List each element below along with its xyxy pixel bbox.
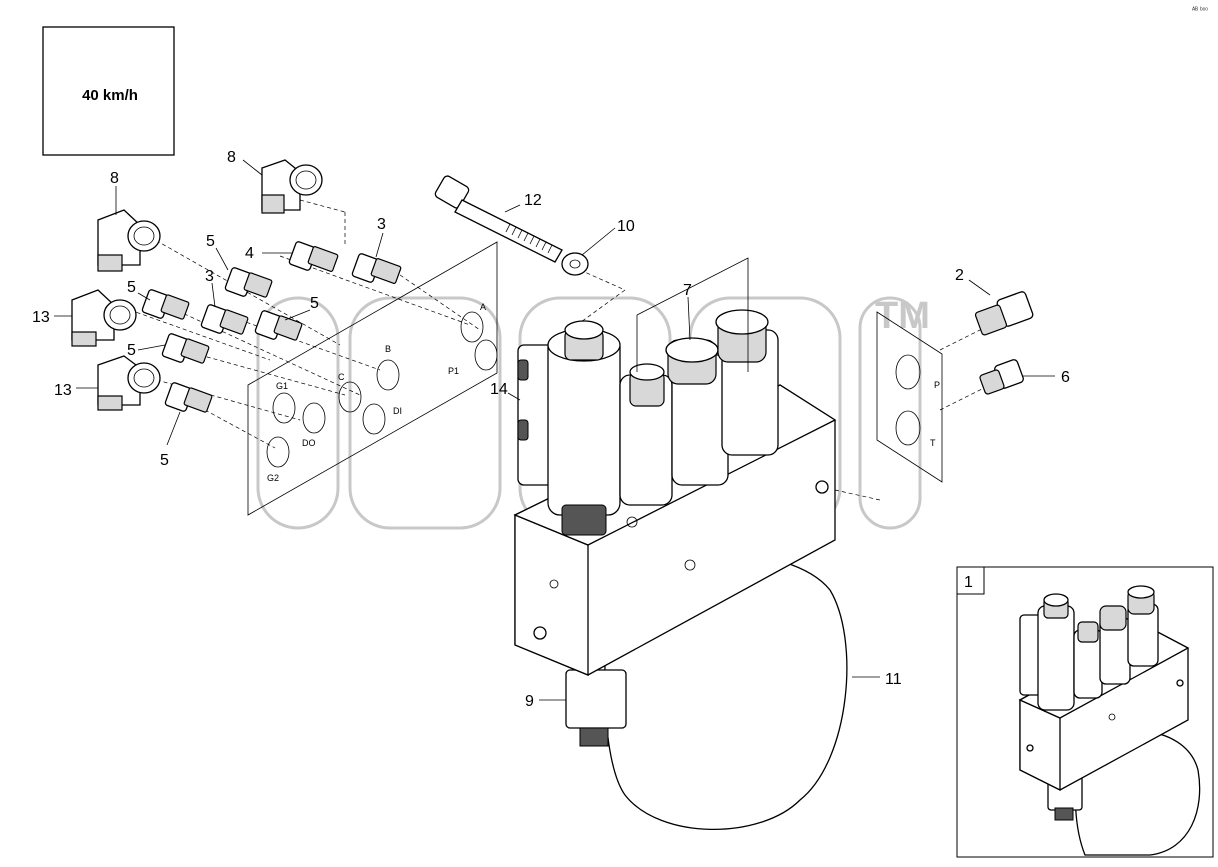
leader-lines bbox=[54, 159, 1055, 701]
callout-3-mid: 3 bbox=[205, 268, 214, 285]
elbow-fitting-8-left bbox=[97, 209, 161, 272]
speed-label: 40 km/h bbox=[82, 87, 138, 104]
port-c: C bbox=[338, 372, 345, 382]
port-b: B bbox=[385, 344, 391, 354]
callout-13-lower: 13 bbox=[54, 382, 72, 399]
port-p: P bbox=[934, 380, 940, 390]
elbow-fitting-8-top bbox=[261, 159, 323, 214]
callout-5-c: 5 bbox=[310, 295, 319, 312]
callout-8-top: 8 bbox=[227, 149, 236, 166]
elbow-fitting-13-upper bbox=[71, 289, 137, 347]
adapter-4 bbox=[288, 241, 339, 272]
valve-block-main bbox=[513, 257, 848, 831]
callout-3-top: 3 bbox=[377, 216, 386, 233]
elbow-fitting-13-lower bbox=[97, 355, 161, 411]
port-g2: G2 bbox=[267, 473, 279, 483]
callout-5-e: 5 bbox=[160, 452, 169, 469]
callout-numbers: 8 8 12 10 5 4 3 3 5 5 13 5 13 5 14 7 2 6… bbox=[32, 149, 1070, 710]
adapter-6 bbox=[979, 359, 1024, 395]
adapter-5-c bbox=[254, 310, 303, 341]
port-do: DO bbox=[302, 438, 316, 448]
watermark-tm: TM bbox=[875, 295, 930, 337]
adapter-3-mid bbox=[200, 304, 249, 335]
callout-14: 14 bbox=[490, 381, 508, 398]
port-plate-right: P T bbox=[876, 311, 943, 483]
callout-2: 2 bbox=[955, 267, 964, 284]
port-plate-left: A B P1 G1 C DI DO G2 bbox=[247, 241, 498, 516]
adapter-3-top bbox=[351, 253, 402, 284]
port-p1: P1 bbox=[448, 366, 459, 376]
bolt-12 bbox=[434, 175, 563, 263]
adapter-5-b bbox=[141, 289, 190, 320]
callout-5-d: 5 bbox=[127, 342, 136, 359]
callout-13-upper: 13 bbox=[32, 309, 50, 326]
inset-number: 1 bbox=[964, 574, 973, 591]
adapter-fittings bbox=[141, 241, 1034, 413]
port-t: T bbox=[930, 438, 936, 448]
callout-12: 12 bbox=[524, 192, 542, 209]
adapter-2 bbox=[974, 291, 1034, 336]
callout-11: 11 bbox=[885, 671, 902, 688]
inset-panel: 1 bbox=[956, 566, 1214, 858]
adapter-5-e bbox=[164, 382, 213, 413]
callout-7: 7 bbox=[683, 282, 692, 299]
callout-10: 10 bbox=[617, 218, 635, 235]
callout-4: 4 bbox=[245, 245, 254, 262]
inset-assembly bbox=[1018, 585, 1201, 856]
callout-5-a: 5 bbox=[206, 233, 215, 250]
callout-6: 6 bbox=[1061, 369, 1070, 386]
callout-9: 9 bbox=[525, 693, 534, 710]
callout-5-b: 5 bbox=[127, 279, 136, 296]
callout-8-left: 8 bbox=[110, 170, 119, 187]
port-a: A bbox=[480, 302, 486, 312]
adapter-5-a bbox=[224, 267, 273, 298]
adapter-5-d bbox=[161, 333, 210, 364]
port-di: DI bbox=[393, 406, 402, 416]
port-g1: G1 bbox=[276, 381, 288, 391]
corner-mark: ᴬᴮ ᵇᵒᵒ bbox=[1191, 6, 1208, 14]
washer-10 bbox=[561, 252, 589, 276]
speed-box: 40 km/h bbox=[42, 26, 175, 156]
